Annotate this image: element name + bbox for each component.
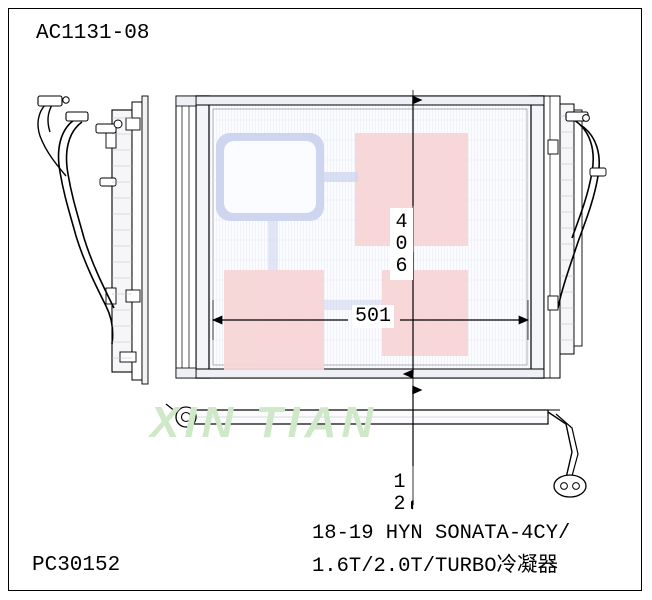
page-border <box>8 8 642 591</box>
caption-line-1: 18-19 HYN SONATA-4CY/ <box>312 522 571 545</box>
dimension-width-label: 501 <box>352 305 395 328</box>
right-side-view <box>543 95 607 379</box>
core-colour-panels <box>216 133 468 370</box>
dimension-depth-label: 12 <box>388 468 411 518</box>
left-side-view <box>37 95 197 385</box>
part-code-label: AC1131-08 <box>36 22 150 45</box>
dimension-annotations <box>212 90 529 510</box>
caption-block: 18-19 HYN SONATA-4CY/ 1.6T/2.0T/TURBO冷凝器 <box>312 517 642 583</box>
document-code-label: PC30152 <box>32 554 121 577</box>
dimension-height-label: 406 <box>390 208 413 280</box>
caption-line-2: 1.6T/2.0T/TURBO冷凝器 <box>312 555 559 578</box>
bottom-depth-view <box>165 403 587 498</box>
